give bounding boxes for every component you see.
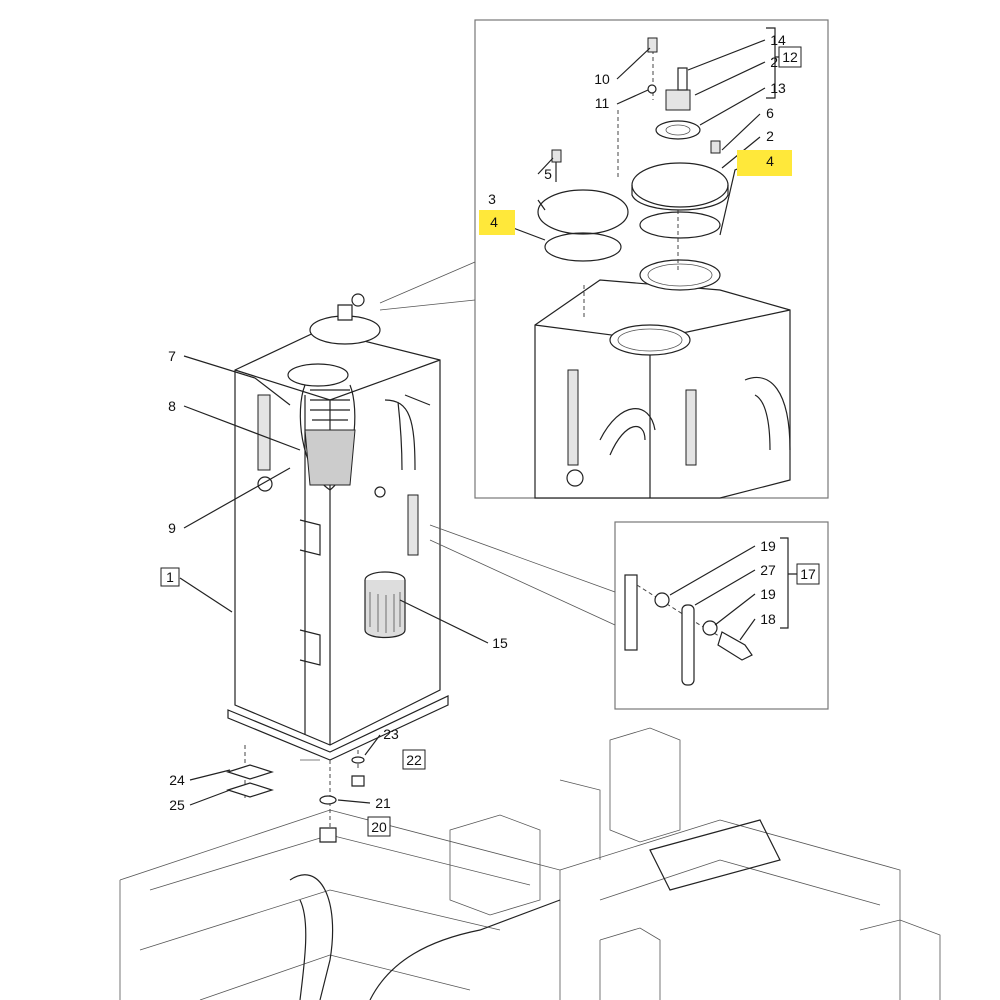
side-detail-inset [614, 521, 829, 710]
callout-4-left: 4 [490, 214, 498, 230]
callout-4-right: 4 [766, 153, 774, 169]
callout-12-box [778, 46, 802, 68]
main-callouts: 7 8 9 1 15 23 22 24 25 21 20 [160, 348, 508, 837]
callout-7: 7 [168, 348, 176, 364]
callout-5: 5 [544, 166, 552, 182]
callout-20: 20 [371, 819, 387, 835]
callout-17: 17 [800, 566, 816, 582]
highlight-4-right [737, 150, 792, 176]
side-inset-drawing [624, 574, 753, 686]
callout-1: 1 [166, 569, 174, 585]
callout-10: 10 [594, 71, 610, 87]
callout-11: 11 [595, 95, 610, 111]
callout-19-lower: 19 [760, 586, 776, 602]
drain-parts [226, 745, 365, 843]
callout-15: 15 [492, 635, 508, 651]
callout-12: 12 [782, 49, 798, 65]
callout-6: 6 [766, 105, 774, 121]
callout-3: 3 [488, 191, 496, 207]
callout-24: 24 [169, 772, 185, 788]
callout-23: 23 [383, 726, 399, 742]
callout-13: 13 [770, 80, 786, 96]
highlight-4-left [479, 210, 515, 235]
hydraulic-tank [227, 293, 449, 761]
callout-22-box [402, 749, 426, 770]
top-inset-drawing [534, 37, 791, 499]
chassis-frame [119, 727, 941, 1000]
top-inset-callouts: 14 26 13 12 10 11 6 2 4 5 3 4 [479, 32, 802, 235]
callout-20-box [367, 816, 391, 837]
callout-14: 14 [770, 32, 786, 48]
callout-1-box [160, 567, 180, 587]
side-inset-callouts: 19 27 19 18 17 [760, 538, 820, 627]
callout-8: 8 [168, 398, 176, 414]
callout-25: 25 [169, 797, 185, 813]
callout-21: 21 [375, 795, 391, 811]
callout-17-box [796, 563, 820, 585]
callout-22: 22 [406, 752, 422, 768]
callout-18: 18 [760, 611, 776, 627]
callout-19-upper: 19 [760, 538, 776, 554]
callout-9: 9 [168, 520, 176, 536]
callout-27: 27 [760, 562, 776, 578]
callout-2: 2 [766, 128, 774, 144]
